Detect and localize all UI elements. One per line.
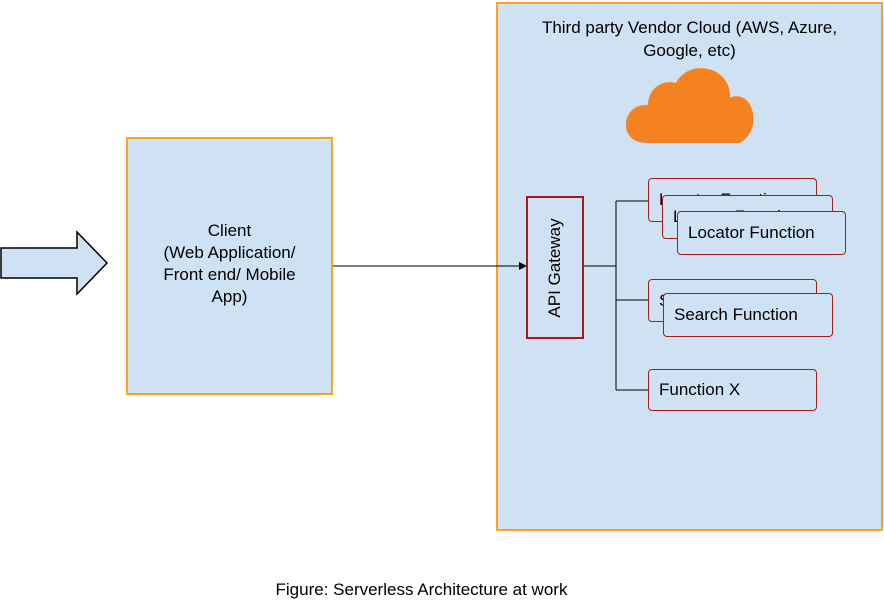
api-gateway-label: API Gateway [545, 217, 564, 318]
vendor-cloud-title: Third party Vendor Cloud (AWS, Azure, Go… [541, 18, 838, 60]
locator-function-box: Locator Function [677, 211, 846, 255]
function-x-box: Function X [648, 369, 817, 411]
client-box: Client (Web Application/ Front end/ Mobi… [126, 137, 333, 395]
search-function-box: Search Function [663, 293, 833, 337]
client-label: Client (Web Application/ Front end/ Mobi… [163, 221, 296, 306]
api-gateway-box: API Gateway [526, 196, 584, 339]
input-arrow-icon [0, 230, 109, 296]
figure-caption: Figure: Serverless Architecture at work [275, 580, 568, 599]
cloud-icon [625, 68, 754, 143]
